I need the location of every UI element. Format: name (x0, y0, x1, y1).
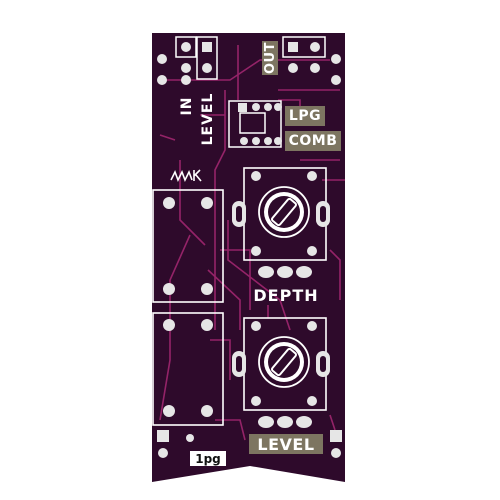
out-label: OUT (262, 41, 278, 75)
jack-footprint-icon (152, 312, 224, 426)
board-name-badge: 1pg (190, 451, 226, 466)
mounting-pads (157, 430, 342, 458)
depth-label: DEPTH (253, 286, 319, 305)
comb-label: COMB (285, 131, 341, 151)
potentiometer-icon (232, 317, 330, 428)
chip-icon (228, 100, 282, 148)
lpg-label: LPG (285, 106, 325, 126)
level-bottom-label: LEVEL (249, 434, 323, 454)
jack-footprint-icon (152, 189, 224, 303)
input-header (157, 36, 218, 85)
level-side-label: LEVEL (200, 92, 216, 146)
output-header (282, 36, 341, 85)
logo-icon (170, 169, 202, 182)
in-label: IN (179, 96, 195, 116)
potentiometer-icon (232, 167, 330, 278)
